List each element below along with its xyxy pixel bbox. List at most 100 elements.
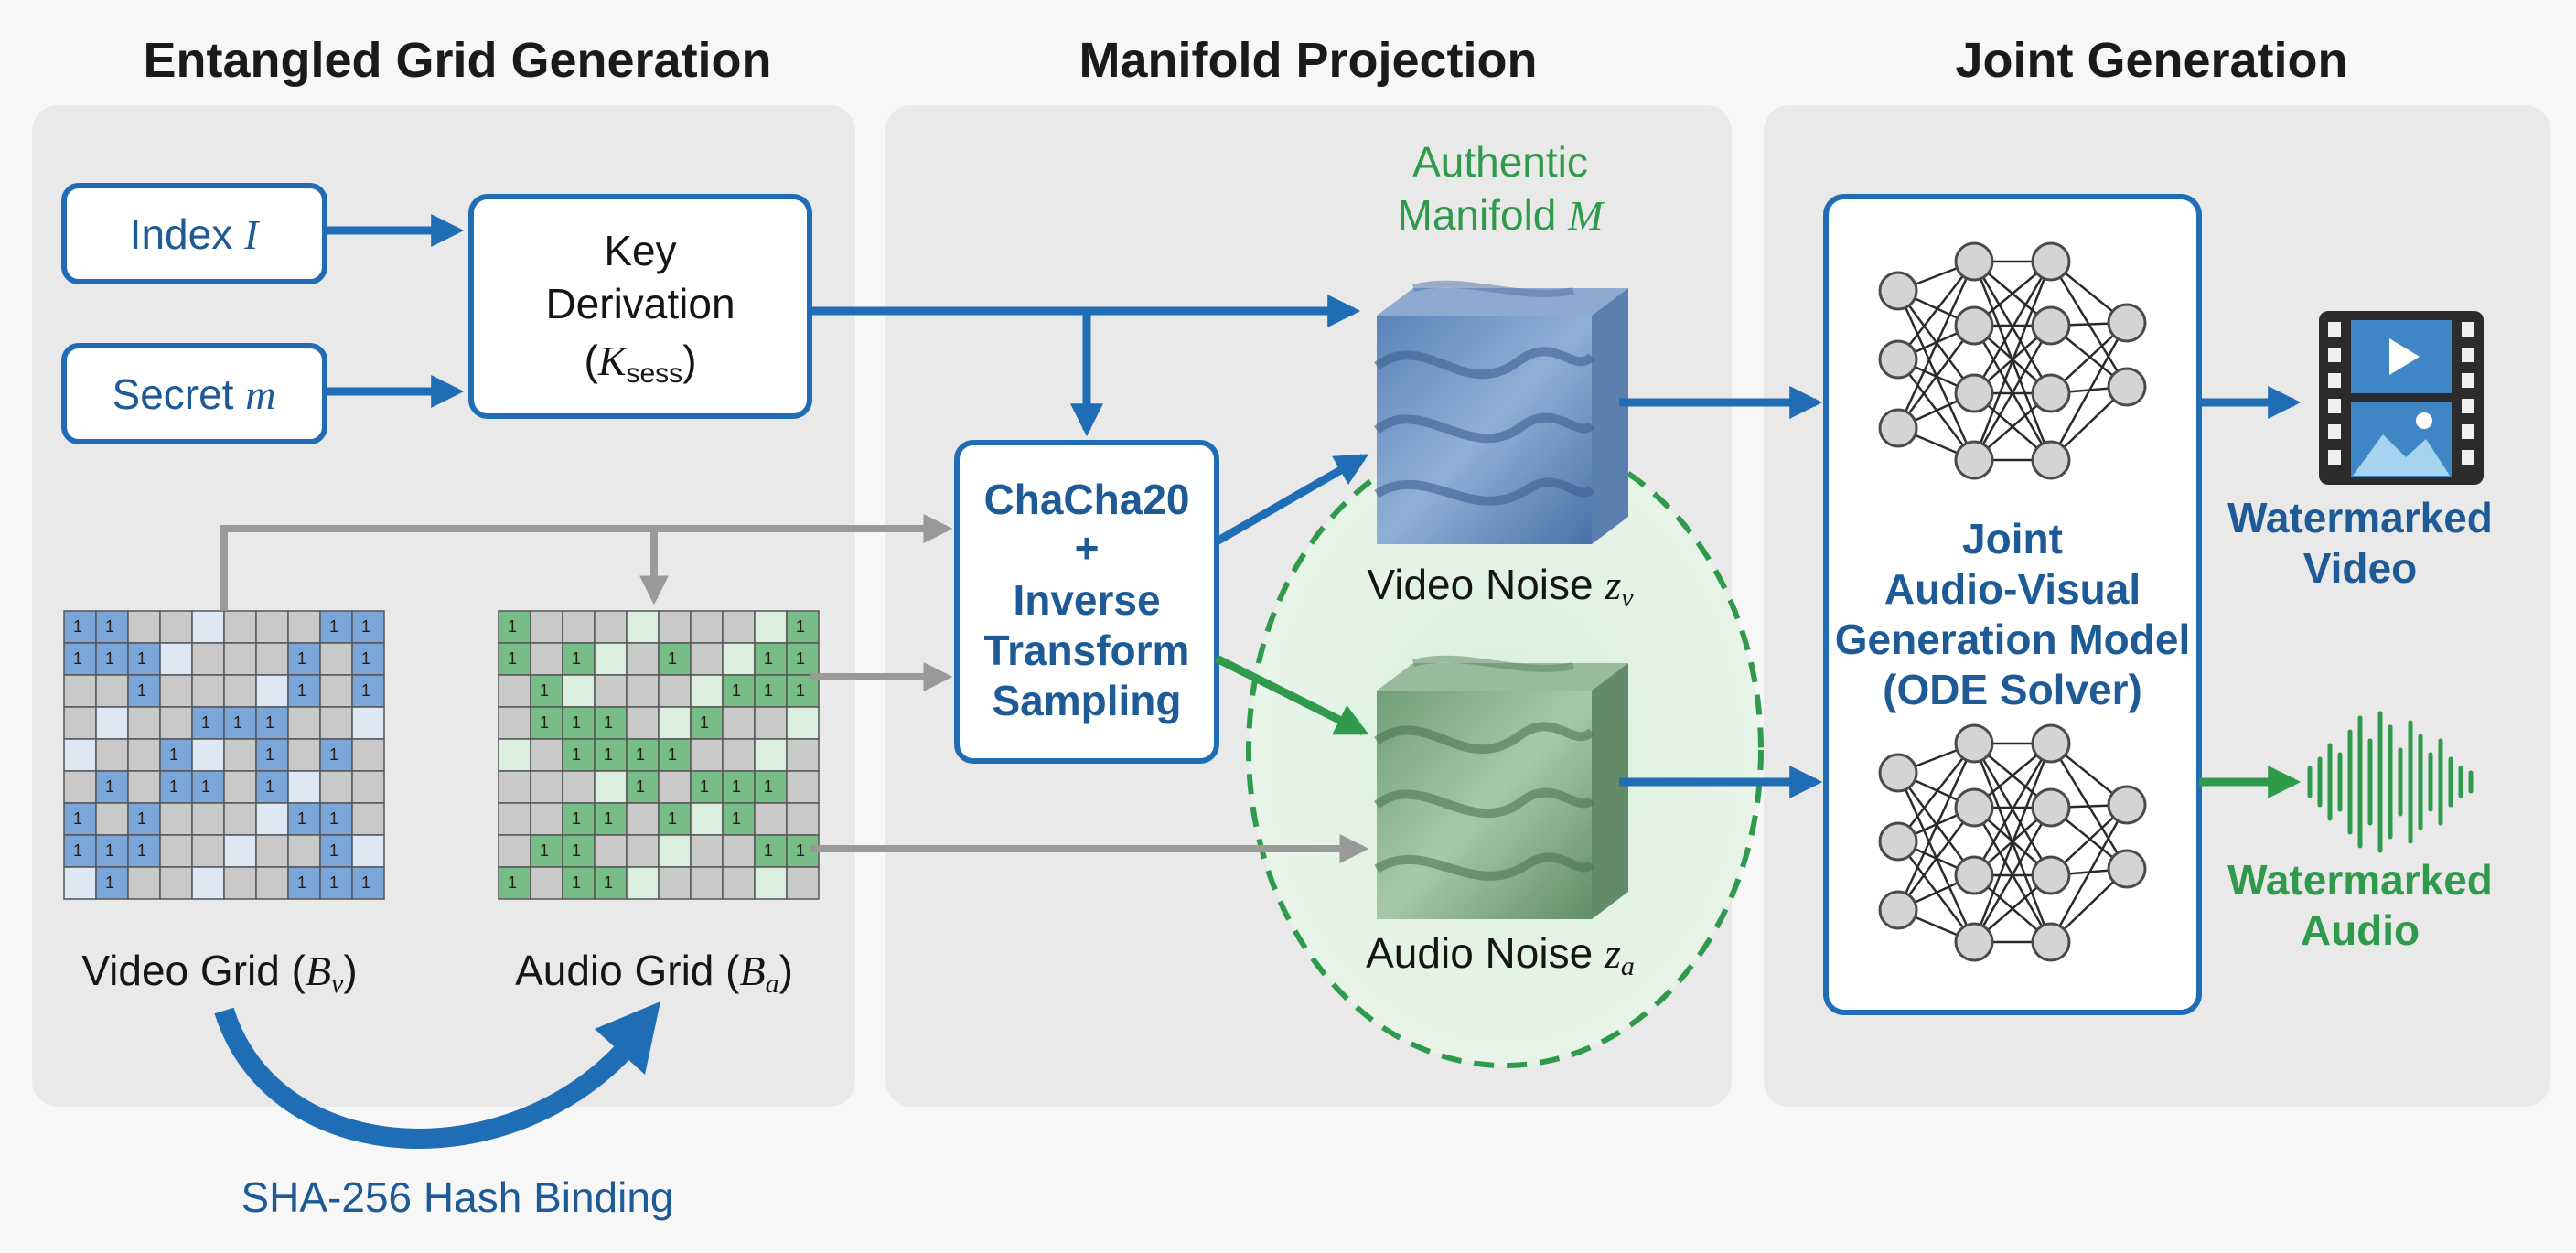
grid-cell [95, 770, 129, 804]
grid-cell-value: 1 [796, 841, 805, 860]
grid-cell [498, 834, 531, 868]
grid-cell [530, 738, 564, 772]
key-line1: Key [604, 227, 676, 274]
grid-cell [95, 738, 129, 772]
nn-edge [1972, 743, 2053, 943]
grid-cell-value: 1 [361, 649, 370, 668]
nn-edge [1972, 261, 2053, 461]
joint-line-1: Audio-Visual [1884, 565, 2141, 613]
nn-node [1954, 440, 1994, 480]
grid-cell [63, 834, 97, 868]
grid-cell-value: 1 [265, 713, 274, 732]
grid-cell [594, 642, 628, 676]
nn-node [1878, 821, 1918, 862]
neural-network-icon-bottom [1878, 723, 2147, 962]
grid-cell-value: 1 [636, 777, 645, 796]
grid-cell [95, 834, 129, 868]
grid-cell [63, 706, 97, 740]
chacha20-box: ChaCha20 + Inverse Transform Sampling [954, 440, 1219, 764]
grid-cell [690, 642, 724, 676]
grid-cell [191, 866, 225, 900]
grid-cell [786, 802, 820, 836]
grid-cell-value: 1 [668, 649, 677, 668]
grid-cell [690, 834, 724, 868]
grid-cell [722, 738, 756, 772]
nn-node [1954, 855, 1994, 895]
nn-node [2031, 787, 2071, 828]
hash-binding-arrowhead [595, 1001, 660, 1075]
key-symbol: (Ksess) [584, 337, 696, 389]
grid-cell-value: 1 [329, 841, 338, 860]
chacha-line-2: Inverse [1013, 576, 1160, 624]
grid-cell-value: 1 [572, 713, 581, 732]
nn-node [2031, 723, 2071, 764]
grid-cell [191, 642, 225, 676]
grid-cell [319, 770, 353, 804]
grid-cell [191, 802, 225, 836]
grid-cell [754, 642, 788, 676]
section-title-joint: Joint Generation [1955, 33, 2347, 88]
grid-cell-value: 1 [297, 809, 306, 828]
grid-cell-value: 1 [604, 873, 613, 892]
grid-cell-value: 1 [764, 649, 773, 668]
audio-grid-label: Audio Grid (Ba) [515, 947, 793, 999]
grid-cell [223, 834, 257, 868]
grid-cell [722, 642, 756, 676]
grid-cell-value: 1 [572, 809, 581, 828]
grid-cell-value: 1 [764, 681, 773, 700]
grid-cell-value: 1 [764, 841, 773, 860]
grid-cell-value: 1 [636, 745, 645, 764]
grid-cell-value: 1 [329, 617, 338, 636]
hash-binding-arrow [214, 1007, 639, 1149]
grid-cell [255, 866, 289, 900]
grid-cell [690, 610, 724, 644]
grid-cell [498, 706, 531, 740]
grid-cell [255, 738, 289, 772]
grid-cell-value: 1 [508, 873, 517, 892]
grid-cell-value: 1 [361, 617, 370, 636]
neural-network-icon-top [1878, 241, 2147, 480]
audio-waveform-icon [2307, 711, 2474, 853]
grid-cell [530, 706, 564, 740]
joint-line-2: Generation Model [1835, 616, 2190, 663]
grid-cell-value: 1 [297, 681, 306, 700]
grid-cell-value: 1 [700, 713, 709, 732]
grid-cell [594, 834, 628, 868]
grid-cell [658, 706, 692, 740]
nn-node [1954, 723, 1994, 764]
grid-cell [127, 866, 161, 900]
grid-cell-value: 1 [73, 649, 82, 668]
grid-cell [351, 866, 385, 900]
grid-cell [722, 866, 756, 900]
grid-cell [722, 802, 756, 836]
grid-cell [498, 770, 531, 804]
grid-cell-value: 1 [137, 649, 146, 668]
grid-cell [287, 738, 321, 772]
grid-cell [498, 674, 531, 708]
nn-edge [1972, 325, 2053, 461]
grid-cell [351, 770, 385, 804]
nn-edge [1972, 261, 2053, 394]
nn-edge [1897, 261, 1975, 360]
grid-cell-value: 1 [361, 873, 370, 892]
grid-cell [530, 642, 564, 676]
grid-cell [191, 706, 225, 740]
chacha-line-3: Transform [984, 626, 1190, 674]
grid-cell [287, 770, 321, 804]
grid-cell-value: 1 [137, 809, 146, 828]
grid-cell [255, 674, 289, 708]
nn-edge [1896, 807, 1976, 911]
secret-box: Secret m [61, 343, 327, 444]
grid-cell-value: 1 [764, 777, 773, 796]
grid-cell [351, 642, 385, 676]
grid-cell-value: 1 [604, 809, 613, 828]
grid-cell [319, 866, 353, 900]
grid-cell [498, 738, 531, 772]
arrow-video-grid-to-chacha [220, 514, 953, 611]
grid-cell [498, 610, 531, 644]
index-box: Index I [61, 183, 327, 284]
grid-cell [754, 738, 788, 772]
grid-cell [626, 834, 660, 868]
grid-cell-value: 1 [668, 809, 677, 828]
grid-cell [63, 738, 97, 772]
